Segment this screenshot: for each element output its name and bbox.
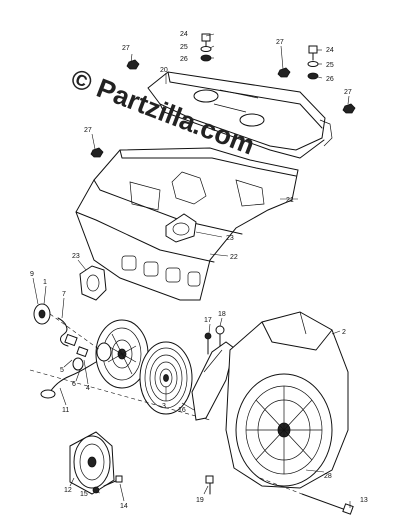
nut-27-b: [277, 67, 291, 78]
bolt-13: [259, 477, 354, 515]
callout-22: 22: [230, 254, 238, 261]
callout-24-top: 24: [180, 31, 188, 38]
callout-27-top-right: 27: [276, 39, 284, 46]
fastener-stack-right: [307, 45, 319, 80]
callout-15: 15: [80, 491, 88, 498]
bolt-19: [205, 475, 214, 495]
leader-lines: [32, 33, 351, 508]
callout-5: 5: [60, 367, 64, 374]
callout-6: 6: [72, 381, 76, 388]
starter-rope: [29, 361, 211, 421]
callout-27-far-right: 27: [344, 89, 352, 96]
starter-rope-pulley: [95, 319, 149, 389]
fastener-stack-top: [200, 33, 212, 62]
fan-housing: [225, 311, 349, 489]
callout-2: 2: [342, 329, 346, 336]
callout-12: 12: [64, 487, 72, 494]
callout-7: 7: [62, 291, 66, 298]
callout-9: 9: [30, 271, 34, 278]
callout-18: 18: [218, 311, 226, 318]
callout-19: 19: [196, 497, 204, 504]
recoil-spring: [139, 341, 193, 415]
callout-26-right: 26: [326, 76, 334, 83]
callout-27-top-left: 27: [122, 45, 130, 52]
callout-23-center: 23: [226, 235, 234, 242]
gasket-23-left: [79, 265, 107, 301]
callout-24-right: 24: [326, 47, 334, 54]
callout-26-top: 26: [180, 56, 188, 63]
gasket-23-upper: [165, 213, 197, 243]
callout-25-top: 25: [180, 44, 188, 51]
callout-28: 28: [324, 473, 332, 480]
starter-cup: [69, 431, 115, 495]
callout-20: 20: [160, 67, 168, 74]
upper-fan-shroud: [147, 71, 333, 159]
callout-27-left: 27: [84, 127, 92, 134]
small-parts-left: [33, 303, 101, 371]
callout-16: 16: [178, 407, 186, 414]
bolts-14-15: [92, 475, 123, 494]
nut-27-a: [126, 59, 140, 70]
callout-25-right: 25: [326, 62, 334, 69]
callout-23-left: 23: [72, 253, 80, 260]
callout-21: 21: [286, 197, 294, 204]
callout-14: 14: [120, 503, 128, 510]
callout-labels: 27 20 24 25 26 27 24 25 26 27 27 21 23 2…: [30, 31, 368, 510]
nut-27-d: [90, 147, 104, 158]
nut-27-c: [342, 103, 356, 114]
callout-1: 1: [43, 279, 47, 286]
callout-4: 4: [86, 385, 90, 392]
callout-11: 11: [62, 407, 69, 414]
callout-13: 13: [360, 497, 368, 504]
callout-3: 3: [162, 403, 166, 410]
callout-17: 17: [204, 317, 212, 324]
